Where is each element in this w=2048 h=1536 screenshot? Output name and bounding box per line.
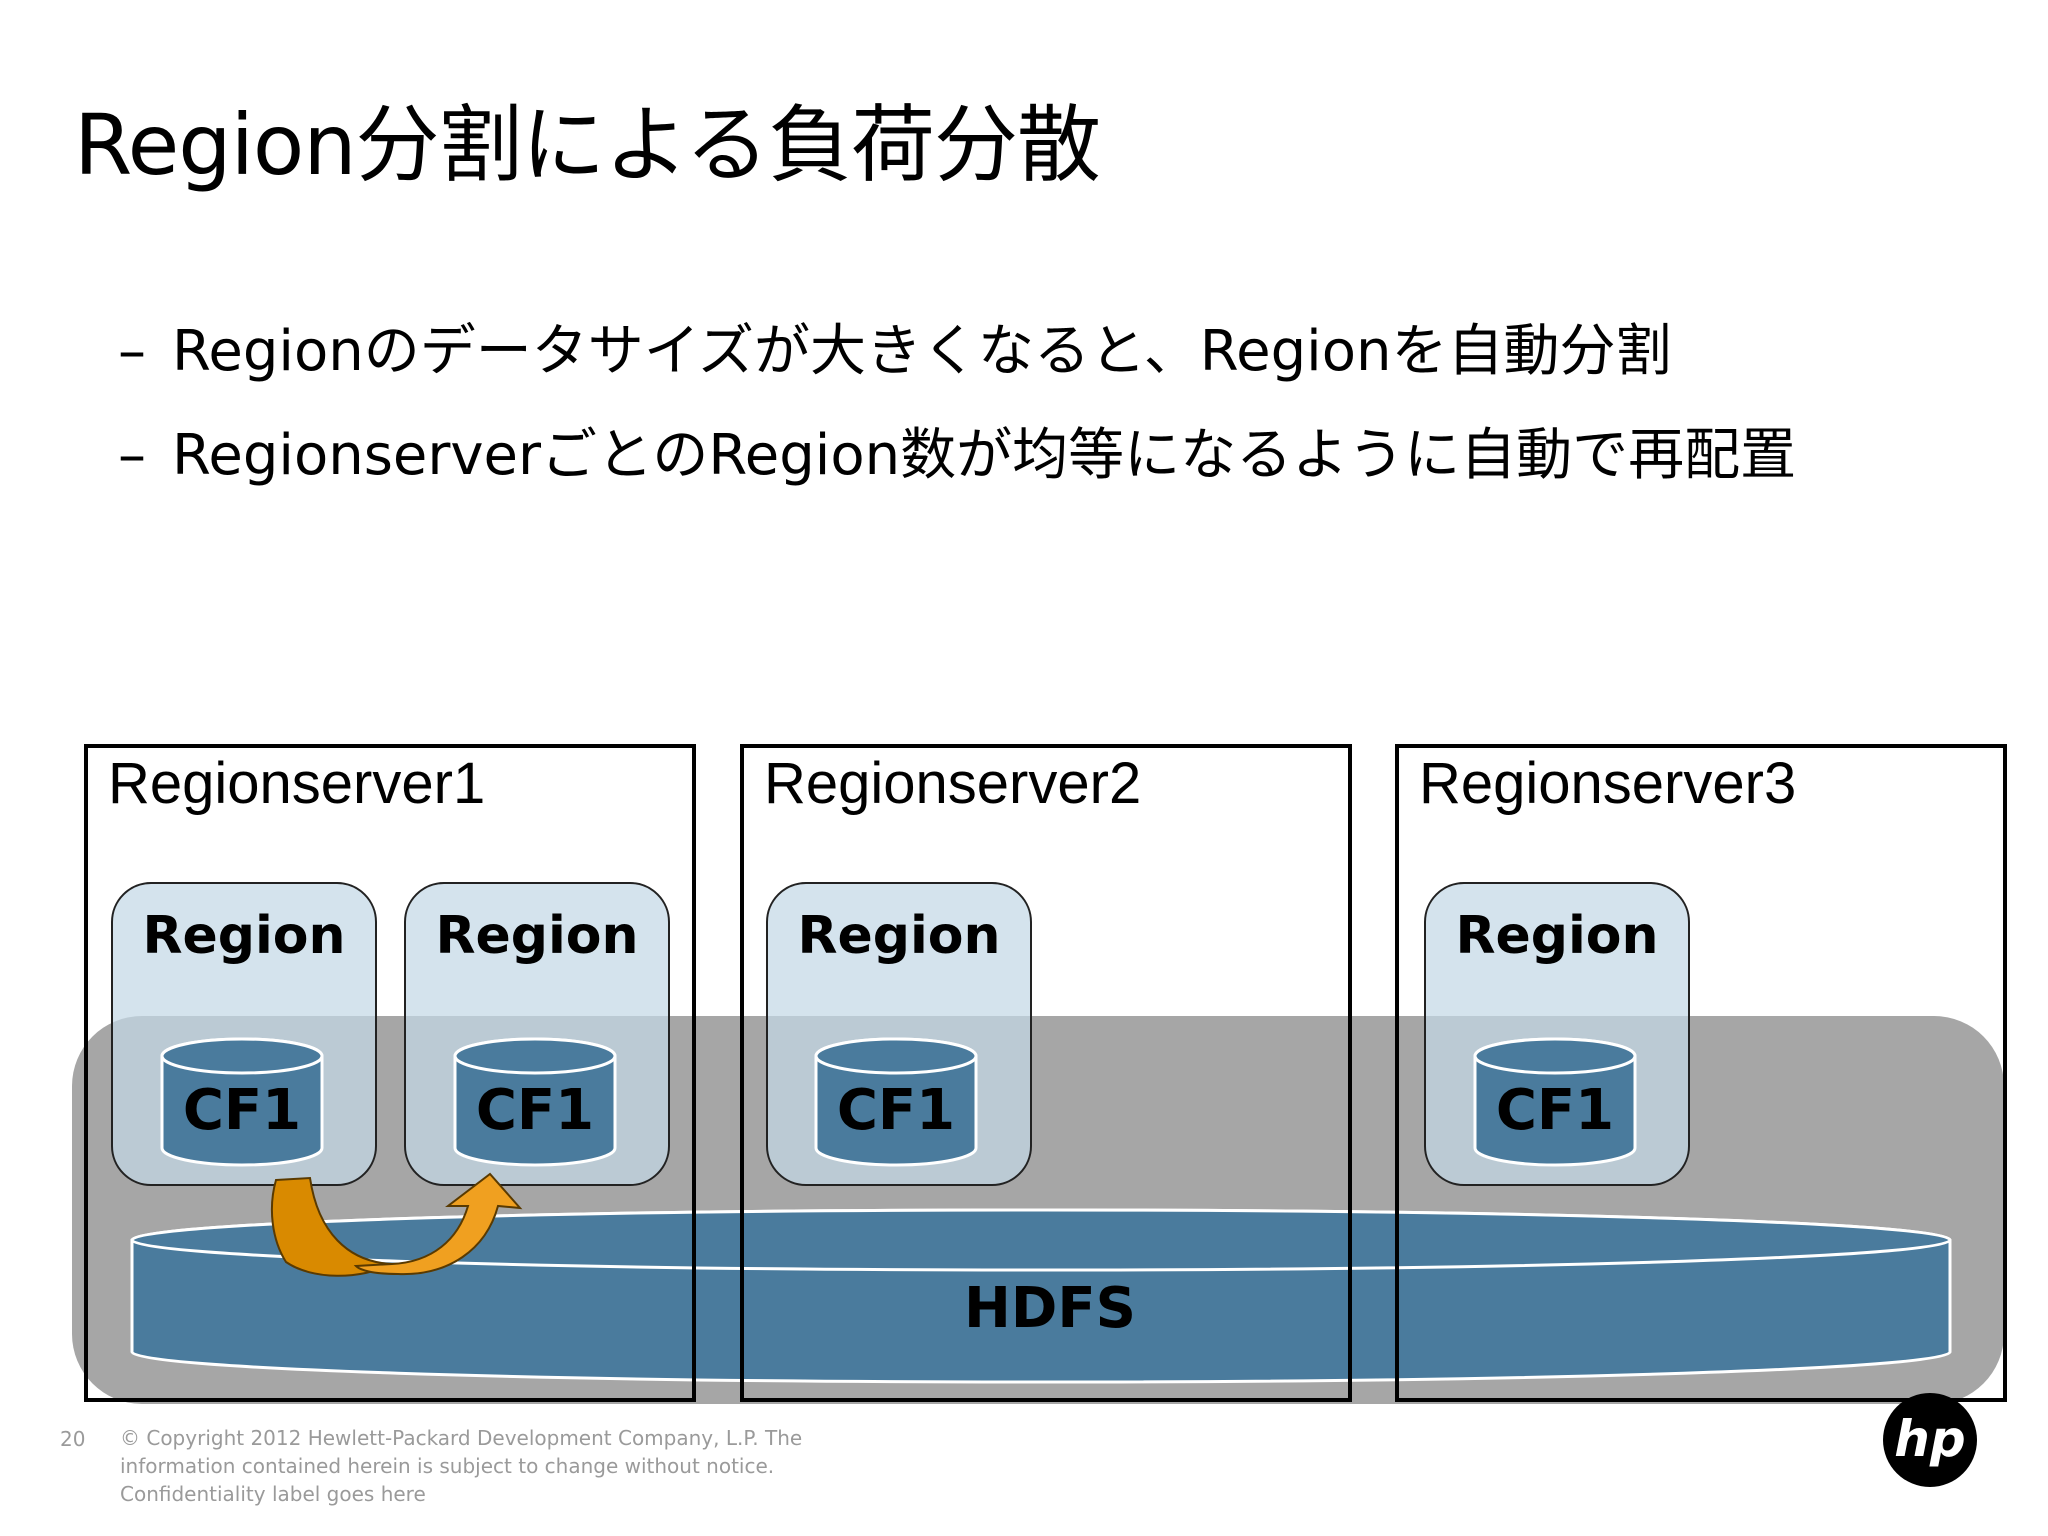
regionserver-label: Regionserver1 (108, 751, 486, 816)
copyright-notice: © Copyright 2012 Hewlett-Packard Develop… (120, 1426, 803, 1506)
bullet-text: RegionserverごとのRegion数が均等になるように自動で再配置 (172, 423, 1797, 488)
bullet-list: –Regionのデータサイズが大きくなると、Regionを自動分割 –Regio… (118, 300, 1796, 508)
regionserver-box: Regionserver2 (740, 744, 1352, 1402)
regionserver-box: Regionserver3 (1395, 744, 2007, 1402)
hp-logo-text: hp (1894, 1410, 1965, 1468)
hdfs-label: HDFS (964, 1276, 1136, 1341)
region-label: Region (1455, 906, 1659, 966)
region-label: Region (797, 906, 1001, 966)
bullet-dash: – (118, 319, 146, 384)
cf-cylinder (1473, 1037, 1637, 1167)
bullet-dash: – (118, 423, 146, 488)
bullet-item: –RegionserverごとのRegion数が均等になるように自動で再配置 (118, 404, 1796, 508)
page-number: 20 (60, 1427, 86, 1451)
cf-label: CF1 (475, 1078, 595, 1143)
region-box: Region (404, 882, 670, 1186)
regionserver-box: Regionserver1 (84, 744, 696, 1402)
bullet-item: –Regionのデータサイズが大きくなると、Regionを自動分割 (118, 300, 1796, 404)
bullet-text: Regionのデータサイズが大きくなると、Regionを自動分割 (172, 319, 1672, 384)
cf-label: CF1 (1495, 1078, 1615, 1143)
cf-cylinder (453, 1037, 617, 1167)
cf-label: CF1 (836, 1078, 956, 1143)
region-label: Region (142, 906, 346, 966)
cf-cylinder (814, 1037, 978, 1167)
region-label: Region (435, 906, 639, 966)
cf-cylinder (160, 1037, 324, 1167)
slide-title: Region分割による負荷分散 (74, 96, 1101, 194)
cf-label: CF1 (182, 1078, 302, 1143)
hp-logo-icon: hp (1883, 1393, 1977, 1487)
regionserver-label: Regionserver2 (764, 751, 1142, 816)
regionserver-label: Regionserver3 (1419, 751, 1797, 816)
